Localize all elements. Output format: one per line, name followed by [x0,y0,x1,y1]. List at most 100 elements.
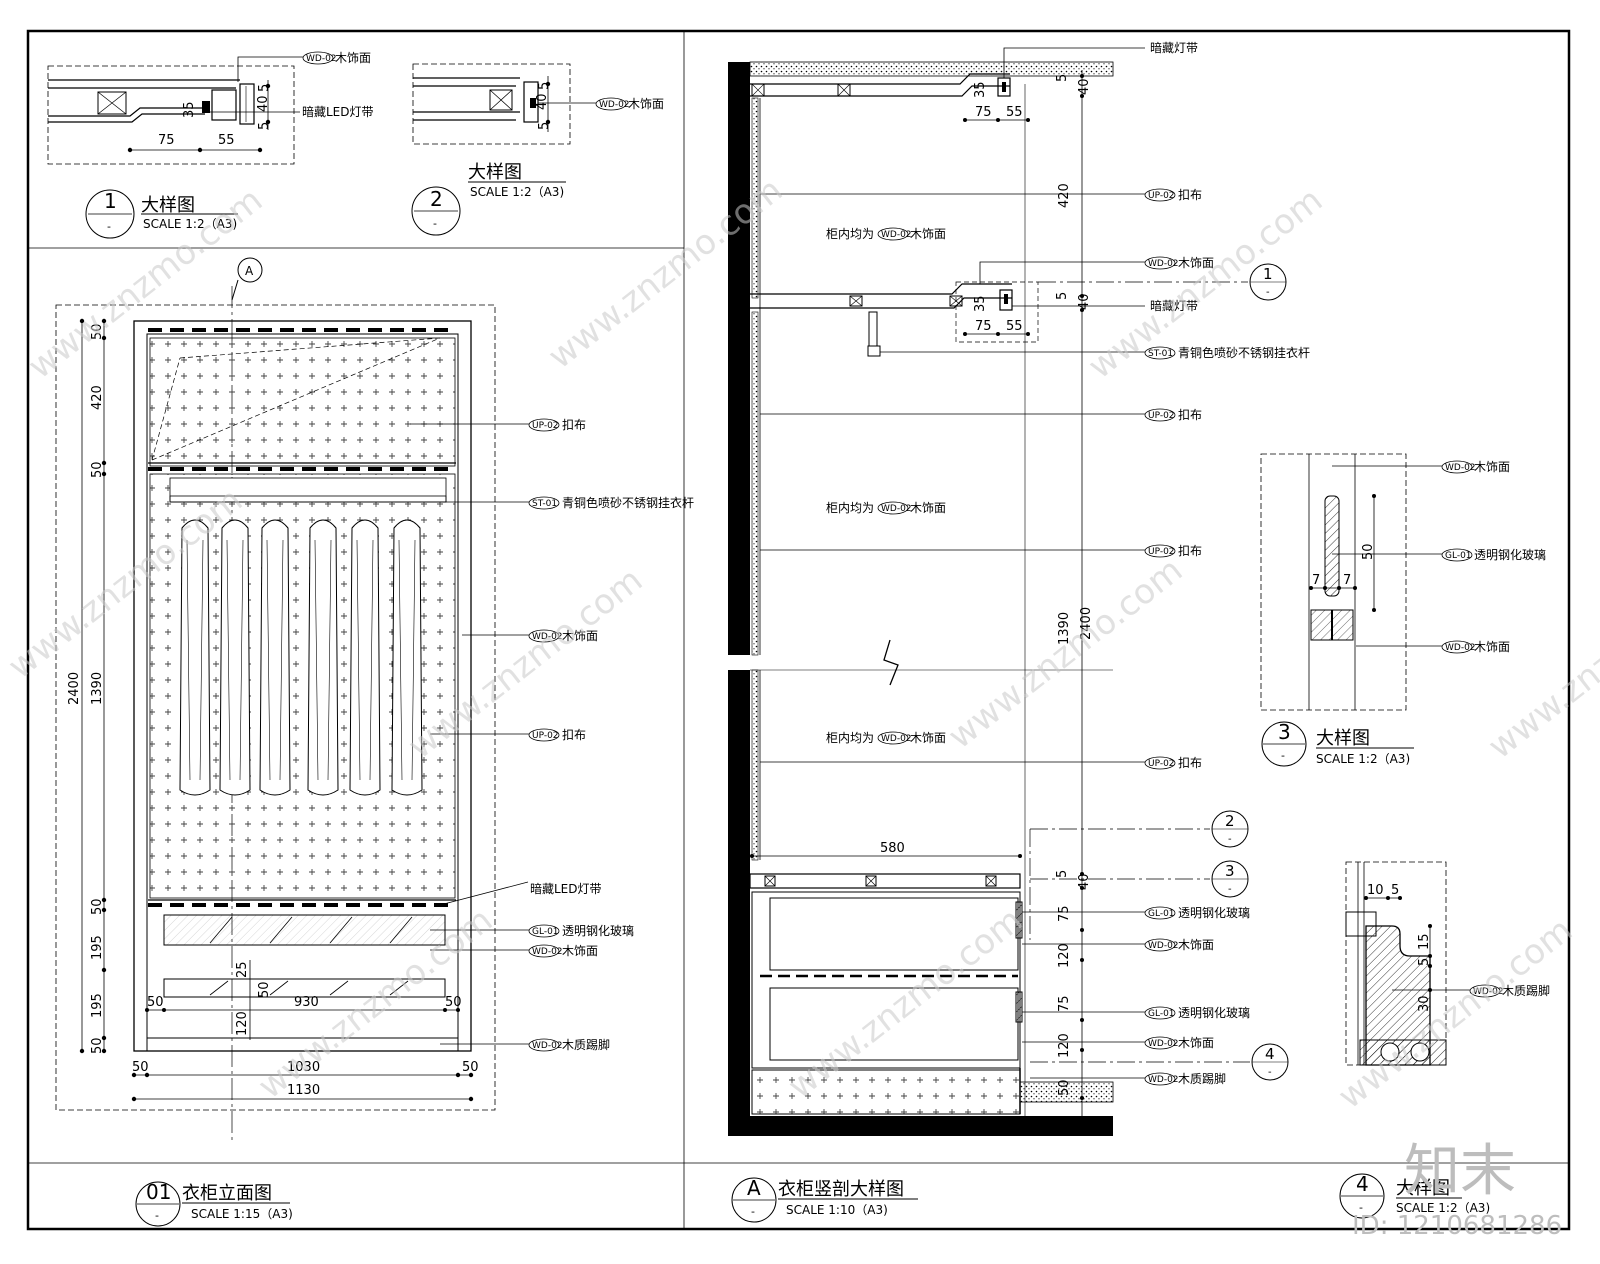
label-rail: 青铜色喷砂不锈钢挂衣杆 [1178,345,1310,360]
watermark: www.znzmo.com [941,550,1190,757]
tag: WD-02 [1148,1075,1179,1085]
dim-195a: 195 [90,935,105,960]
dim-50-top: 50 [90,323,105,340]
dim-75b: 75 [1057,995,1072,1012]
dim-5b: 5 [1055,292,1070,300]
label-wood: 木饰面 [1178,256,1214,270]
note-tag-2: WD-02 [881,504,912,514]
elevation-01: A [55,257,694,1227]
dim-420: 420 [90,385,105,410]
callout-3-sub: - [1228,884,1232,895]
tag: UP-02 [532,731,559,741]
dim-40: 40 [535,93,550,110]
tag: WD-02 [1148,1039,1179,1049]
tag: WD-02 [1445,643,1476,653]
tag-wd02: WD-02 [306,54,337,64]
label-fabric-3: 扣布 [1178,544,1202,558]
image-id: ID: 1210681286 [1352,1211,1562,1241]
label-led: 暗藏LED灯带 [530,881,602,896]
label-fabric-2: 扣布 [562,728,586,742]
dim-inner-930: 930 [294,995,319,1010]
brand-logo: 知末 [1404,1139,1516,1204]
label-hidden-light-2: 暗藏灯带 [1150,298,1198,313]
label-fabric: 扣布 [1178,188,1202,202]
label-wood: 木饰面 [562,629,598,643]
tag: GL-01 [1148,1009,1175,1019]
label-wood-2: 木饰面 [562,944,598,958]
dim-75a: 75 [1057,905,1072,922]
callout-1: 1 [1263,265,1273,283]
dim-120a: 120 [1057,943,1072,968]
callout-sub: - [155,1209,159,1222]
tag: WD-02 [532,1041,563,1051]
drawing-title: 大样图 [1396,1178,1450,1199]
dim-10: 10 [1367,883,1384,898]
tag: GL-01 [1445,551,1472,561]
dim-50-low: 50 [90,898,105,915]
dim-50-bottom: 50 [90,1037,105,1054]
label-wood: 木饰面 [1474,460,1510,474]
dim-40: 40 [256,95,271,112]
dim-5a: 5 [257,84,272,92]
label-rail: 青铜色喷砂不锈钢挂衣杆 [562,495,694,510]
tag: WD-02 [1445,463,1476,473]
callout-1-sub: - [1266,287,1270,298]
label-glass: 透明钢化玻璃 [1178,906,1250,920]
dim-bottom-1030: 1030 [287,1060,320,1075]
callout-sub: - [107,220,111,233]
dim-35: 35 [182,101,197,118]
dim-1390: 1390 [90,672,105,705]
drawing-scale: SCALE 1:2（A3) [1316,752,1410,766]
dim-bottom-50b: 50 [462,1060,479,1075]
dim-75: 75 [158,133,175,148]
drawing-scale: SCALE 1:2（A3) [1396,1201,1490,1215]
note-suffix-2: 木饰面 [910,501,946,515]
dim-7a: 7 [1312,573,1320,588]
dim-inner-50a: 50 [147,995,164,1010]
dim-195b: 195 [90,993,105,1018]
callout-sub: - [751,1205,755,1218]
drawing-scale: SCALE 1:10（A3) [786,1203,888,1217]
label-glass: 透明钢化玻璃 [1474,548,1546,562]
note-prefix-1: 柜内均为 [826,227,874,241]
dim-75-small-b: 75 [975,319,992,334]
dim-7b: 7 [1343,573,1351,588]
tag: UP-02 [1148,411,1175,421]
tag: ST-01 [532,499,557,509]
note-tag-3: WD-02 [881,734,912,744]
label-glass-2: 透明钢化玻璃 [1178,1006,1250,1020]
dim-55: 55 [218,133,235,148]
tag: WD-02 [1148,941,1179,951]
dim-50: 50 [1361,543,1376,560]
tag: WD-02 [532,947,563,957]
drawing-title: 大样图 [141,195,195,216]
label-wood-3: 木饰面 [1178,1036,1214,1050]
callout-sub: - [433,217,437,230]
callout-sub: - [1281,749,1285,762]
note-prefix-3: 柜内均为 [826,731,874,745]
label-fabric-4: 扣布 [1178,756,1202,770]
dim-5a: 5 [1391,883,1399,898]
label-fabric: 扣布 [562,418,586,432]
dim-1390: 1390 [1057,612,1072,645]
detail-1: 75 55 35 40 5 5 WD-02 木饰面 暗藏LED灯带 1 - 大样… [47,51,374,239]
dim-55-small-a: 55 [1006,105,1023,120]
label-wood-2: 木饰面 [1178,938,1214,952]
label-wood: 木饰面 [628,97,664,111]
drawing-scale: SCALE 1:15（A3) [191,1207,293,1221]
watermark: www.znzmo.com [1481,560,1600,767]
dim-55-small-b: 55 [1006,319,1023,334]
callout-number: 2 [430,187,443,211]
dim-40c: 40 [1077,873,1092,890]
tag: UP-02 [1148,759,1175,769]
drawing-title: 衣柜立面图 [182,1183,272,1204]
tag: WD-02 [1148,259,1179,269]
dim-40b: 40 [1077,293,1092,310]
callout-2-sub: - [1228,834,1232,845]
label-hidden-light: 暗藏灯带 [1150,40,1198,55]
dim-total-2400: 2400 [1079,607,1094,640]
drawing-title: 衣柜竖剖大样图 [778,1179,904,1200]
note-suffix-3: 木饰面 [910,731,946,745]
label-wood: 木饰面 [335,51,371,65]
